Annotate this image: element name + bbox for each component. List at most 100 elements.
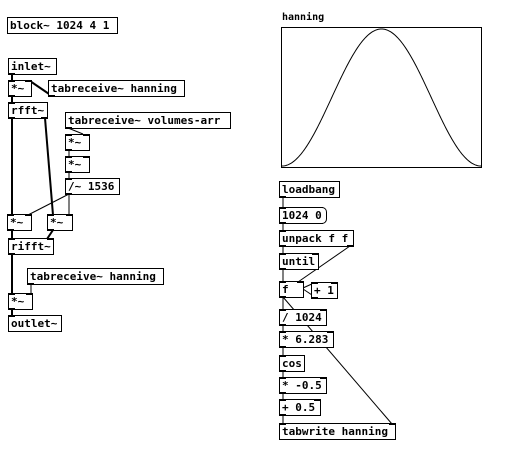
inlet-port[interactable] bbox=[279, 355, 286, 357]
outlet-port[interactable] bbox=[27, 283, 34, 285]
outlet-port[interactable] bbox=[279, 268, 286, 270]
outlet-port[interactable] bbox=[41, 117, 48, 119]
inlet-port[interactable] bbox=[83, 156, 90, 158]
inlet-port[interactable] bbox=[312, 253, 319, 255]
outlet-port[interactable] bbox=[8, 253, 15, 255]
inlet-port[interactable] bbox=[47, 214, 54, 216]
block-label: block~ 1024 4 1 bbox=[10, 19, 110, 32]
outlet-port[interactable] bbox=[279, 346, 286, 348]
multiply-tau-object[interactable]: * 6.283 bbox=[279, 331, 334, 348]
multiply-object-1[interactable]: *~ bbox=[8, 80, 32, 97]
multiply-imag-label: *~ bbox=[50, 216, 64, 229]
inlet-port[interactable] bbox=[65, 134, 72, 136]
inlet-port[interactable] bbox=[279, 331, 286, 333]
inlet-port[interactable] bbox=[8, 80, 15, 82]
divide-label: /~ 1536 bbox=[68, 180, 115, 193]
inlet-port[interactable] bbox=[65, 156, 72, 158]
size-message[interactable]: 1024 0 bbox=[279, 207, 327, 224]
inlet-port[interactable] bbox=[389, 423, 396, 425]
inlet-port[interactable] bbox=[279, 230, 286, 232]
hanning-graph[interactable] bbox=[281, 27, 482, 168]
inlet-port[interactable] bbox=[297, 281, 304, 283]
unpack-object[interactable]: unpack f f bbox=[279, 230, 354, 247]
outlet-object[interactable]: outlet~ bbox=[8, 315, 62, 332]
divide-object[interactable]: /~ 1536 bbox=[65, 178, 120, 195]
multiply-half-object[interactable]: * -0.5 bbox=[279, 377, 327, 394]
multiply-volume-label-2: *~ bbox=[68, 158, 82, 171]
inlet-port[interactable] bbox=[279, 399, 286, 401]
inlet-port[interactable] bbox=[279, 377, 286, 379]
inlet-port[interactable] bbox=[7, 214, 14, 216]
multiply-real-label: *~ bbox=[10, 216, 24, 229]
inlet-port[interactable] bbox=[320, 377, 327, 379]
outlet-port[interactable] bbox=[279, 196, 286, 198]
multiply-imag-object[interactable]: *~ bbox=[47, 214, 73, 231]
multiply-volume-object-1[interactable]: *~ bbox=[65, 134, 90, 151]
inlet-port[interactable] bbox=[320, 309, 327, 311]
tabreceive-hanning-object-2[interactable]: tabreceive~ hanning bbox=[27, 268, 164, 285]
multiply-real-object[interactable]: *~ bbox=[7, 214, 32, 231]
graph-title: hanning bbox=[282, 12, 325, 23]
outlet-port[interactable] bbox=[279, 392, 286, 394]
block-object[interactable]: block~ 1024 4 1 bbox=[7, 17, 118, 34]
outlet-port[interactable] bbox=[279, 296, 286, 298]
connection bbox=[67, 127, 84, 135]
inlet-port[interactable] bbox=[314, 399, 321, 401]
outlet-port[interactable] bbox=[347, 245, 354, 247]
multiply-output-object[interactable]: *~ bbox=[8, 293, 33, 310]
unpack-label: unpack f f bbox=[282, 232, 349, 245]
inlet-port[interactable] bbox=[279, 309, 286, 311]
plus-half-object[interactable]: + 0.5 bbox=[279, 399, 321, 416]
outlet-port[interactable] bbox=[279, 324, 286, 326]
outlet-port[interactable] bbox=[8, 95, 15, 97]
inlet-port[interactable] bbox=[311, 282, 318, 284]
inlet-port[interactable] bbox=[65, 178, 72, 180]
inlet-port[interactable] bbox=[47, 238, 54, 240]
inlet-port[interactable] bbox=[8, 102, 15, 104]
divide-n-object[interactable]: / 1024 bbox=[279, 309, 327, 326]
outlet-port[interactable] bbox=[8, 117, 15, 119]
inlet-port[interactable] bbox=[25, 214, 32, 216]
rfft-object[interactable]: rfft~ bbox=[8, 102, 48, 119]
inlet-port[interactable] bbox=[25, 80, 32, 82]
tabreceive-hanning-object-1[interactable]: tabreceive~ hanning bbox=[48, 80, 185, 97]
outlet-port[interactable] bbox=[65, 127, 72, 129]
inlet-port[interactable] bbox=[279, 423, 286, 425]
outlet-port[interactable] bbox=[279, 414, 286, 416]
cos-object[interactable]: cos bbox=[279, 355, 305, 372]
inlet-port[interactable] bbox=[327, 331, 334, 333]
plus-one-label: + 1 bbox=[314, 284, 334, 297]
hanning-curve bbox=[281, 28, 482, 167]
multiply-volume-object-2[interactable]: *~ bbox=[65, 156, 90, 173]
outlet-port[interactable] bbox=[65, 171, 72, 173]
outlet-port[interactable] bbox=[279, 370, 286, 372]
outlet-port[interactable] bbox=[8, 73, 15, 75]
outlet-port[interactable] bbox=[47, 229, 54, 231]
inlet-port[interactable] bbox=[8, 293, 15, 295]
outlet-port[interactable] bbox=[65, 193, 72, 195]
inlet-port[interactable] bbox=[8, 315, 15, 317]
inlet-object[interactable]: inlet~ bbox=[8, 58, 57, 75]
outlet-port[interactable] bbox=[279, 245, 286, 247]
outlet-port[interactable] bbox=[65, 149, 72, 151]
float-object[interactable]: f bbox=[279, 281, 304, 298]
outlet-port[interactable] bbox=[279, 222, 286, 224]
outlet-port[interactable] bbox=[48, 95, 55, 97]
tabwrite-object[interactable]: tabwrite hanning bbox=[279, 423, 396, 440]
tabreceive-volumes-object[interactable]: tabreceive~ volumes-arr bbox=[65, 112, 231, 129]
rifft-object[interactable]: rifft~ bbox=[8, 238, 54, 255]
inlet-port[interactable] bbox=[331, 282, 338, 284]
inlet-port[interactable] bbox=[279, 281, 286, 283]
inlet-port[interactable] bbox=[83, 134, 90, 136]
inlet-port[interactable] bbox=[8, 238, 15, 240]
inlet-port[interactable] bbox=[26, 293, 33, 295]
outlet-port[interactable] bbox=[311, 297, 318, 299]
inlet-port[interactable] bbox=[66, 214, 73, 216]
loadbang-object[interactable]: loadbang bbox=[279, 181, 340, 198]
plus-one-object[interactable]: + 1 bbox=[311, 282, 338, 299]
inlet-port[interactable] bbox=[279, 207, 286, 209]
inlet-port[interactable] bbox=[279, 253, 286, 255]
until-object[interactable]: until bbox=[279, 253, 319, 270]
outlet-port[interactable] bbox=[7, 229, 14, 231]
outlet-port[interactable] bbox=[8, 308, 15, 310]
